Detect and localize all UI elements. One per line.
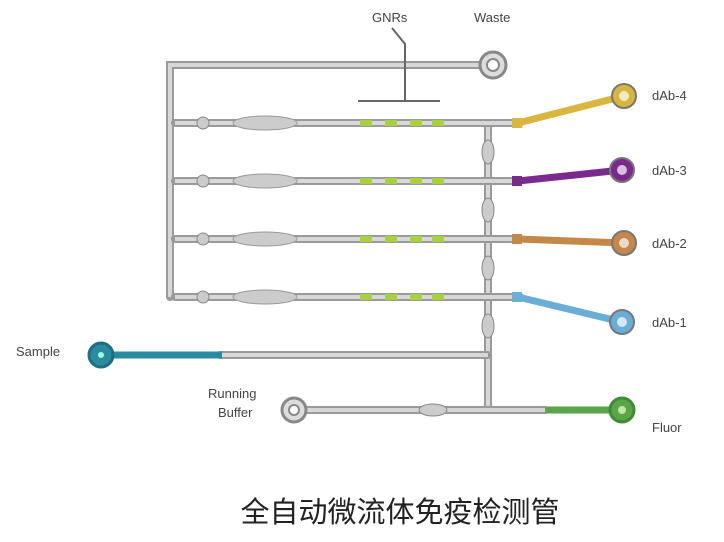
sample-label: Sample [16,344,60,359]
vertical-valve [481,313,495,339]
detection-row-2 [171,230,637,281]
detection-row-1 [171,289,635,339]
caption: 全自动微流体免疫检测管 [240,495,559,529]
waste-label: Waste [474,10,510,25]
fluor-label: Fluor [652,420,682,435]
gnr-spot [385,120,397,126]
inlet-valve [512,118,522,128]
gnr-spot [432,120,444,126]
gnr-spot [360,120,372,126]
valve [196,174,210,188]
mixing-chamber [232,115,298,131]
buffer-channel [280,396,636,424]
vertical-valve [481,197,495,223]
mixing-chamber [232,231,298,247]
gnr-spot [410,120,422,126]
detection-row-3 [171,157,635,223]
gnr-spot [360,294,372,300]
gnr-spot [432,178,444,184]
gnrs-pointer [358,27,440,102]
gnr-spot [385,236,397,242]
buffer-label: Buffer [218,405,253,420]
gnr-spot [410,294,422,300]
dab1-label: dAb-1 [652,315,687,330]
gnr-spot [410,178,422,184]
mixing-chamber [232,289,298,305]
vertical-valve [481,139,495,165]
gnr-spot [385,178,397,184]
gnr-spot [360,236,372,242]
dab4-label: dAb-4 [652,88,687,103]
running-label: Running [208,386,256,401]
sample-channel [87,341,492,369]
inlet-valve [512,176,522,186]
inlet-valve [512,234,522,244]
mixing-chamber [232,173,298,189]
valve [196,116,210,130]
valve [196,232,210,246]
dab2-label: dAb-2 [652,236,687,251]
gnr-spot [410,236,422,242]
valve [196,290,210,304]
gnr-spot [385,294,397,300]
inlet-valve [512,292,522,302]
dab3-label: dAb-3 [652,163,687,178]
gnrs-label: GNRs [372,10,408,25]
waste-port [478,50,508,80]
gnr-spot [432,294,444,300]
gnr-spot [432,236,444,242]
gnr-spot [360,178,372,184]
vertical-valve [481,255,495,281]
detection-row-4 [171,83,637,165]
